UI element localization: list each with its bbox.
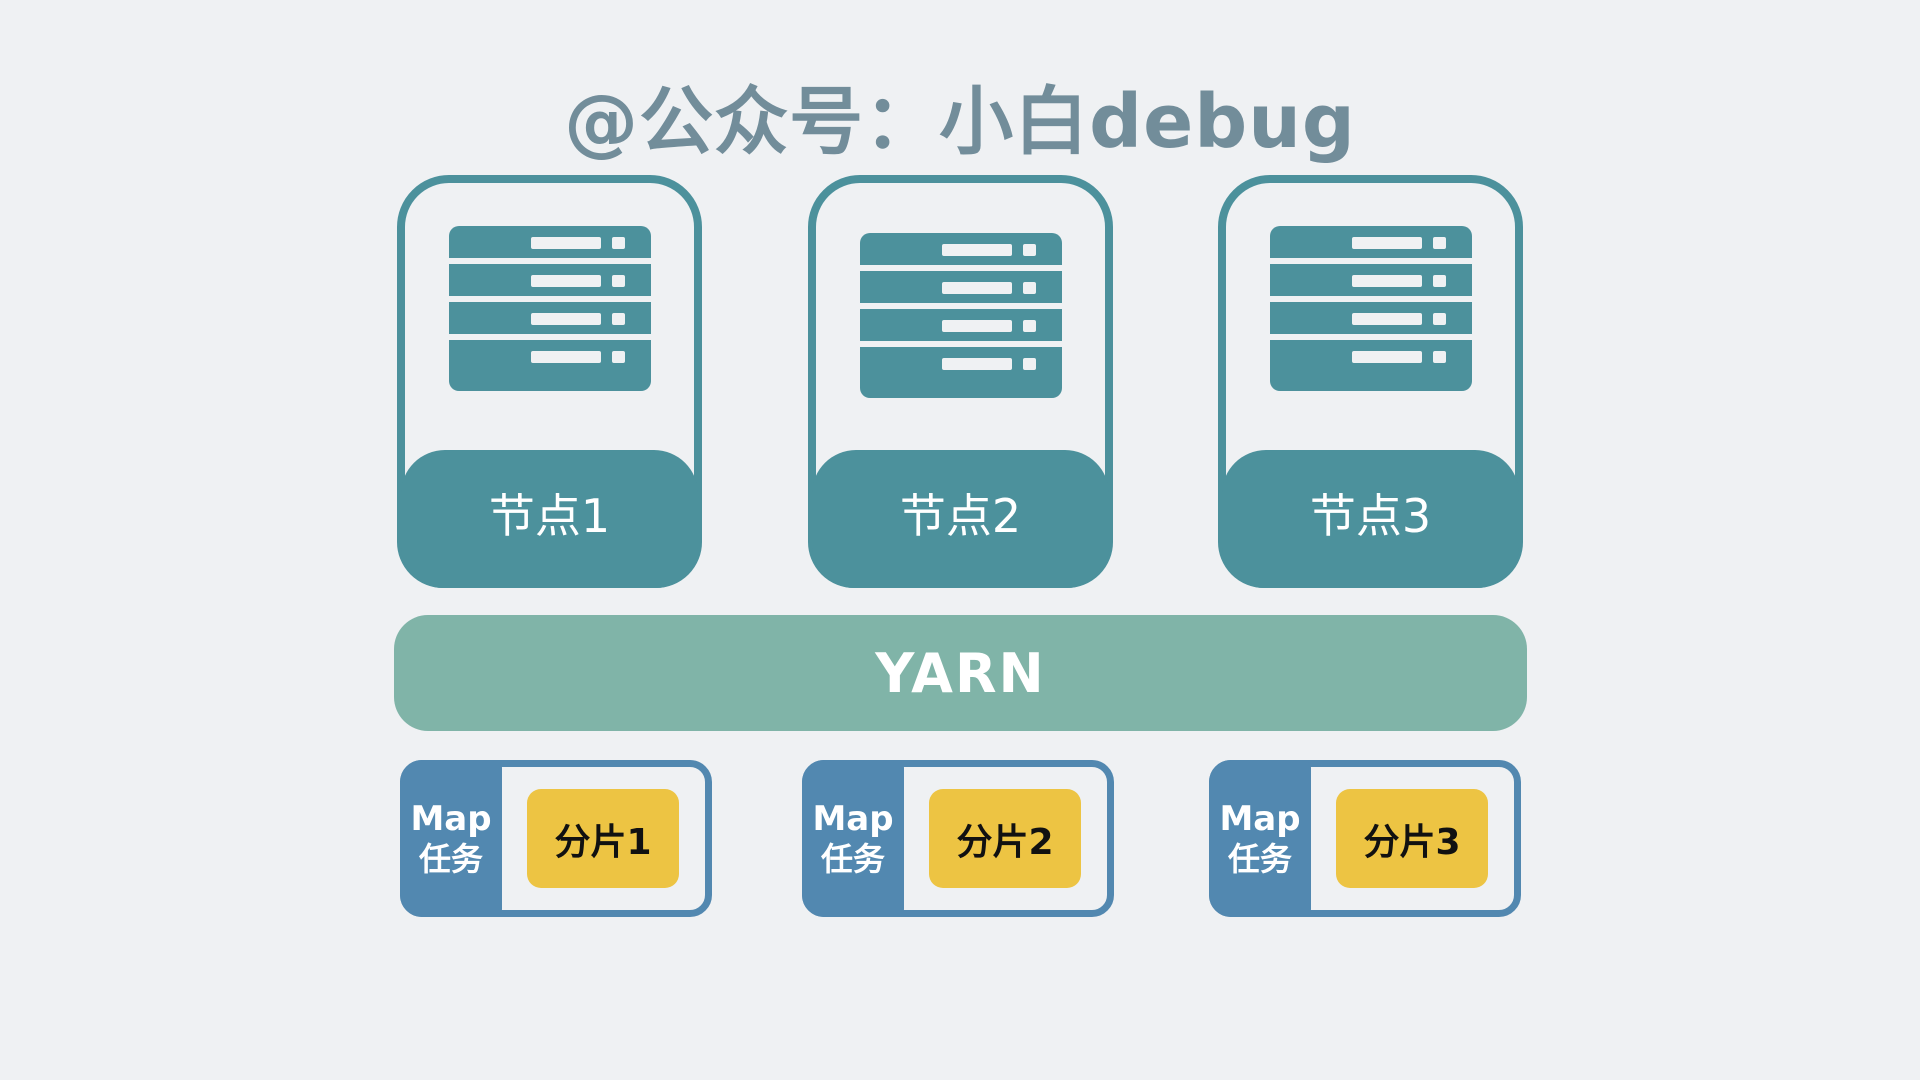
shard-label: 分片1 bbox=[554, 821, 652, 863]
map-task-label-cn: 任务 bbox=[1227, 839, 1292, 878]
server-rack-icon bbox=[860, 233, 1062, 398]
map-task-3: Map 任务 分片3 bbox=[1209, 760, 1521, 917]
node-1: 节点1 bbox=[397, 175, 702, 588]
node-label-band: 节点1 bbox=[401, 450, 698, 588]
map-task-label: Map bbox=[1219, 798, 1301, 839]
shard-label: 分片2 bbox=[956, 821, 1054, 863]
map-task-label: Map bbox=[410, 798, 492, 839]
map-task-1: Map 任务 分片1 bbox=[400, 760, 712, 917]
node-label: 节点3 bbox=[1309, 489, 1432, 543]
node-3: 节点3 bbox=[1218, 175, 1523, 588]
map-task-label-cn: 任务 bbox=[418, 839, 483, 878]
map-task-tab: Map 任务 bbox=[1209, 760, 1311, 917]
map-task-tab: Map 任务 bbox=[400, 760, 502, 917]
yarn-label: YARN bbox=[875, 641, 1046, 705]
yarn-bar: YARN bbox=[394, 615, 1527, 731]
map-task-2: Map 任务 分片2 bbox=[802, 760, 1114, 917]
shard-label: 分片3 bbox=[1363, 821, 1461, 863]
server-rack-icon bbox=[449, 226, 651, 391]
map-task-label-cn: 任务 bbox=[820, 839, 885, 878]
watermark-title: @公众号：小白debug bbox=[564, 79, 1356, 165]
node-label: 节点2 bbox=[899, 489, 1022, 543]
node-label-band: 节点3 bbox=[1222, 450, 1519, 588]
node-label: 节点1 bbox=[488, 489, 611, 543]
node-2: 节点2 bbox=[808, 175, 1113, 588]
node-label-band: 节点2 bbox=[812, 450, 1109, 588]
shard-tile: 分片3 bbox=[1336, 789, 1488, 888]
server-rack-icon bbox=[1270, 226, 1472, 391]
shard-tile: 分片1 bbox=[527, 789, 679, 888]
shard-tile: 分片2 bbox=[929, 789, 1081, 888]
map-task-tab: Map 任务 bbox=[802, 760, 904, 917]
map-task-label: Map bbox=[812, 798, 894, 839]
